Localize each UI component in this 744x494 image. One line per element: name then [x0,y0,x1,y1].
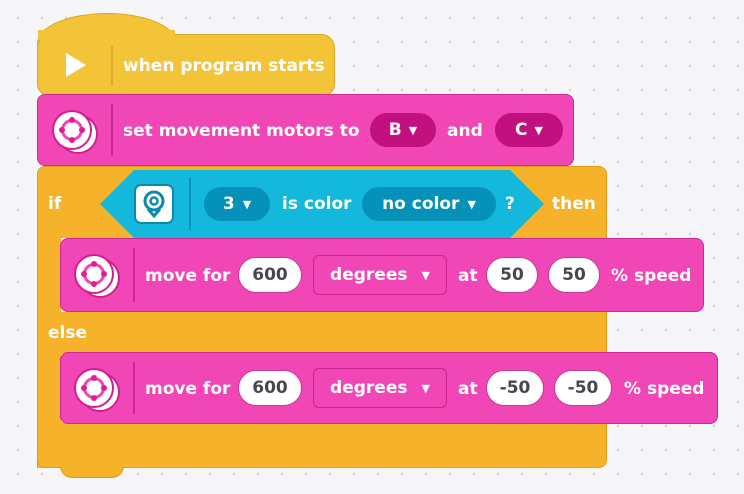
move-block-separator [133,362,135,414]
chevron-down-icon: ▼ [421,381,430,395]
play-icon [64,52,88,82]
color-value: no color [382,194,460,214]
question-mark: ? [505,194,515,214]
if-else-footer-notch [60,466,124,478]
left-speed-value: 50 [500,265,524,285]
unit-dropdown[interactable]: degrees ▼ [313,255,447,295]
chevron-down-icon: ▼ [421,268,430,282]
set-motors-label: set movement motors to [123,121,360,141]
motor-icon [74,368,122,412]
right-speed-input[interactable]: -50 [554,370,612,406]
motor-port-c-dropdown[interactable]: C ▼ [495,113,563,147]
right-speed-value: -50 [567,378,599,398]
motor-port-b-dropdown[interactable]: B ▼ [370,113,436,147]
else-label: else [48,323,88,343]
at-label: at [458,266,478,286]
right-speed-value: 50 [562,265,586,285]
amount-input[interactable]: 600 [238,370,302,406]
color-sensor-icon [134,184,174,224]
and-label: and [447,121,483,141]
condition-separator [189,178,191,230]
then-label: then [552,194,596,214]
chevron-down-icon: ▼ [242,197,252,211]
left-speed-input[interactable]: -50 [486,370,544,406]
set-movement-motors-block[interactable] [37,94,574,166]
motor-port-b-value: B [388,120,402,140]
unit-dropdown[interactable]: degrees ▼ [313,368,447,408]
color-dropdown[interactable]: no color ▼ [362,187,496,221]
unit-value: degrees [330,378,408,398]
hat-cap-fill [38,30,175,40]
hat-label: when program starts [123,56,325,76]
amount-input[interactable]: 600 [238,257,302,293]
at-label: at [458,379,478,399]
move-block-separator [133,248,135,302]
motor-icon [52,110,100,154]
chevron-down-icon: ▼ [408,123,418,137]
amount-value: 600 [252,378,288,398]
sensor-port-value: 3 [222,194,235,214]
unit-value: degrees [330,265,408,285]
if-else-footer [37,422,607,468]
is-color-label: is color [282,194,352,214]
speed-suffix: % speed [624,379,705,399]
left-speed-input[interactable]: 50 [486,257,538,293]
move-for-label: move for [145,379,231,399]
else-band [37,312,607,354]
left-speed-value: -50 [499,378,531,398]
chevron-down-icon: ▼ [534,123,543,137]
hat-separator [111,46,113,86]
motor-icon [74,254,122,298]
if-label: if [48,194,62,214]
sensor-port-dropdown[interactable]: 3 ▼ [204,187,270,221]
amount-value: 600 [252,265,288,285]
chevron-down-icon: ▼ [467,197,476,211]
speed-suffix: % speed [611,266,692,286]
move-for-label: move for [145,266,231,286]
motor-port-c-value: C [515,120,528,140]
motor-block-separator [111,104,113,156]
right-speed-input[interactable]: 50 [548,257,600,293]
